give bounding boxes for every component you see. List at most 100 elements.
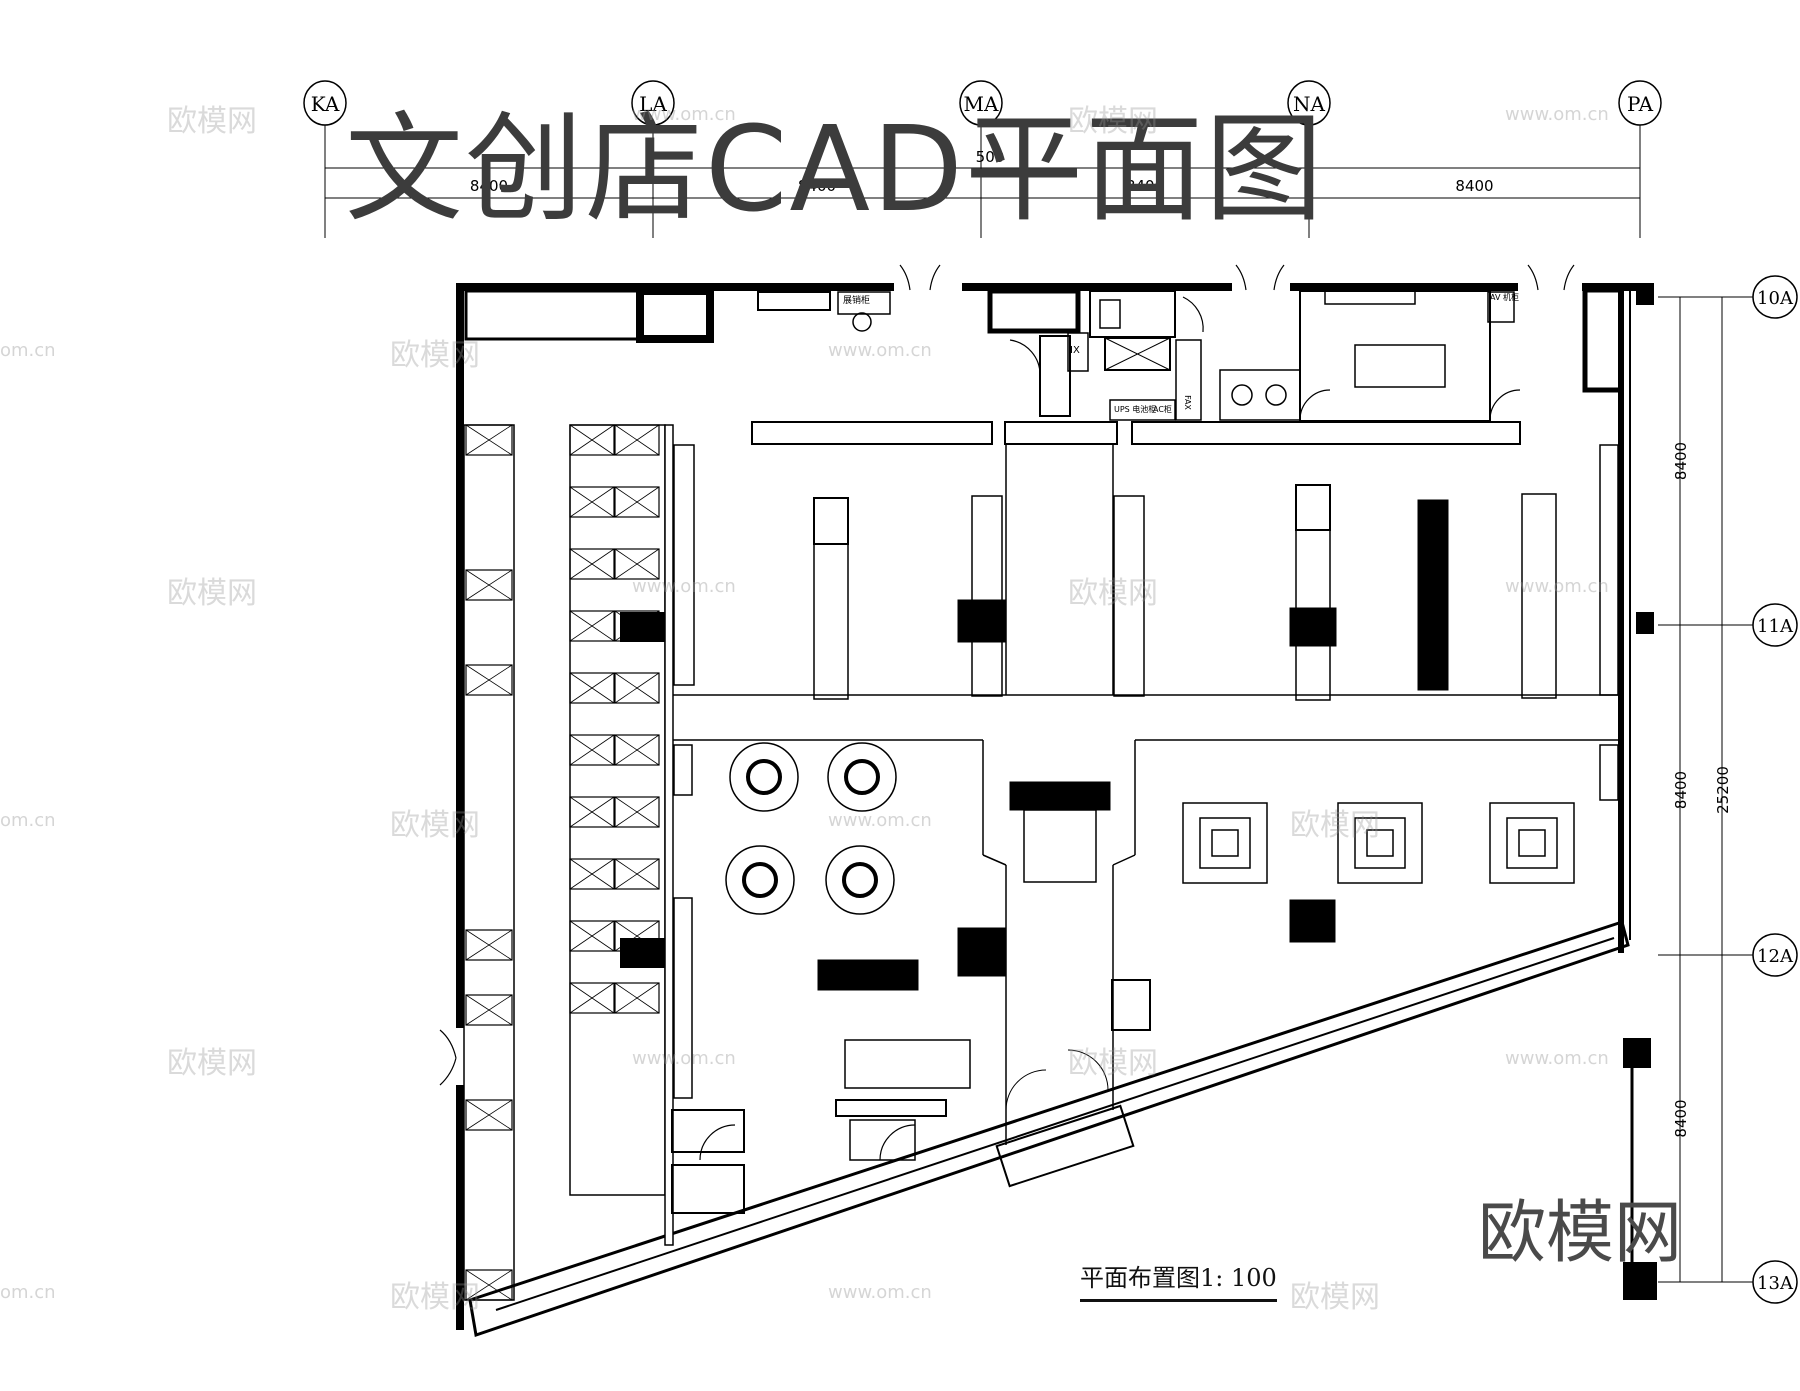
shelf-bay-mid-b-6 (614, 796, 660, 828)
storage-room (464, 289, 643, 341)
shelf-bay-mid-a-4 (569, 672, 615, 704)
shelf-bay-mid-a-6 (569, 796, 615, 828)
shelf-bay-mid-a-7 (569, 858, 615, 890)
partition (664, 424, 674, 1246)
grid-label-pa: PA (1627, 92, 1654, 116)
watermark: 欧模网 (1068, 576, 1158, 611)
room-label: IX (1070, 345, 1080, 356)
west-wall (456, 283, 464, 1028)
watermark-url: www.om.cn (828, 340, 932, 361)
dim-right-0: 8400 (1672, 442, 1690, 480)
shelf-bay-left-3 (465, 929, 513, 961)
toilet-1 (1099, 299, 1121, 329)
grid-label-10a: 10A (1757, 288, 1794, 309)
watermark: 欧模网 (167, 1046, 257, 1081)
round-table-1 (729, 742, 799, 812)
grid-bubble-13a (1752, 1260, 1798, 1304)
watermark: 欧模网 (390, 338, 480, 373)
room-label: AC柜 (1153, 405, 1172, 414)
av-rack (1487, 291, 1515, 323)
shelf-bay-left-6 (465, 1269, 513, 1301)
shelf-bay-mid-b-0 (614, 424, 660, 456)
grid-bubble-ma (959, 80, 1003, 126)
dim-top-partial: 500 (976, 148, 1005, 166)
watermark-url: www.om.cn (632, 104, 736, 125)
service-desk (844, 1039, 971, 1089)
counter-top-right (1131, 421, 1521, 445)
central-display (1009, 781, 1111, 811)
grid-label-12a: 12A (1757, 946, 1794, 967)
shelf-bay-mid-b-4 (614, 672, 660, 704)
column-13a (1623, 1262, 1657, 1300)
display-strip-2 (1599, 444, 1619, 696)
ups-cabinet (1109, 399, 1176, 421)
display-column-1 (957, 599, 1007, 643)
column-la-11a (620, 612, 665, 642)
pedestal-1 (957, 927, 1007, 977)
grid-bubble-12a (1752, 933, 1798, 977)
room-label: FAX (1182, 395, 1192, 410)
round-table-4 (825, 845, 895, 915)
pedestal-2 (1289, 899, 1336, 943)
east-wall (1618, 283, 1624, 953)
watermark-url: www.om.cn (1505, 1048, 1609, 1069)
chair-b (1231, 384, 1253, 406)
grid-label-na: NA (1293, 92, 1326, 116)
shelf-1 (813, 543, 849, 700)
round-table-2 (827, 742, 897, 812)
shelf-5 (1521, 493, 1557, 699)
grid-bubble-10a (1752, 275, 1798, 319)
square-display-2 (1337, 802, 1423, 884)
grid-bubble-na (1287, 80, 1331, 126)
shelf-3 (1113, 495, 1145, 697)
display-column-2 (1289, 607, 1337, 647)
chair-a (852, 312, 872, 332)
dim-right-2: 8400 (1672, 1099, 1690, 1137)
watermark: 欧模网 (390, 808, 480, 843)
meeting-room (1299, 290, 1491, 422)
wall-shelving (463, 424, 515, 1301)
shelf-bay-mid-b-8 (614, 920, 660, 952)
display-case-2 (1295, 484, 1331, 531)
entrance-vestibule (995, 1104, 1135, 1188)
column-11a (1636, 612, 1654, 634)
central-stand (1023, 809, 1097, 883)
dim-top-3: 8400 (1455, 177, 1493, 195)
brand-logo: 欧模网 (1478, 1194, 1683, 1273)
watermark-url: www.om.cn (828, 1282, 932, 1303)
fax-cabinet (1175, 339, 1202, 421)
diagonal-wall-inner (495, 937, 1615, 1311)
shelf-bay-left-2 (465, 664, 513, 696)
watermark: 欧模网 (1068, 1046, 1158, 1081)
hatch-patterns (465, 424, 660, 1301)
shelf-bay-left-4 (465, 994, 513, 1026)
room-label: 展销柜 (843, 296, 871, 306)
room-label: AV 机柜 (1490, 293, 1519, 302)
grid-label-11a: 11A (1757, 616, 1794, 637)
display-case-1 (813, 497, 849, 545)
desk-a (837, 291, 891, 315)
watermark-url: www.om.cn (1505, 104, 1609, 125)
watermark: 欧模网 (167, 576, 257, 611)
shelf-bay-mid-a-3 (569, 610, 615, 642)
counter-a (757, 291, 831, 311)
grid-bubble-11a (1752, 603, 1798, 647)
cabinet-ix (1067, 332, 1089, 372)
watermark-url: om.cn (0, 340, 56, 361)
watermark-url: om.cn (0, 1282, 56, 1303)
black-shelf (1417, 499, 1449, 691)
room-b (987, 288, 1081, 334)
grid-label-ka: KA (311, 92, 340, 116)
dim-top-0: 8400 (470, 177, 508, 195)
display-strip-1 (673, 444, 695, 686)
column-12a (1623, 1038, 1651, 1068)
store-right (1582, 287, 1624, 393)
watermark: 欧模网 (1290, 808, 1380, 843)
shelf-bay-mid-b-2 (614, 548, 660, 580)
watermark-url: om.cn (0, 810, 56, 831)
shelf-bay-mid-b-7 (614, 858, 660, 890)
equipment-box (1104, 337, 1171, 371)
watermark: 欧模网 (1068, 104, 1158, 139)
stool (1111, 979, 1151, 1031)
grid-bubble-la (631, 80, 675, 126)
